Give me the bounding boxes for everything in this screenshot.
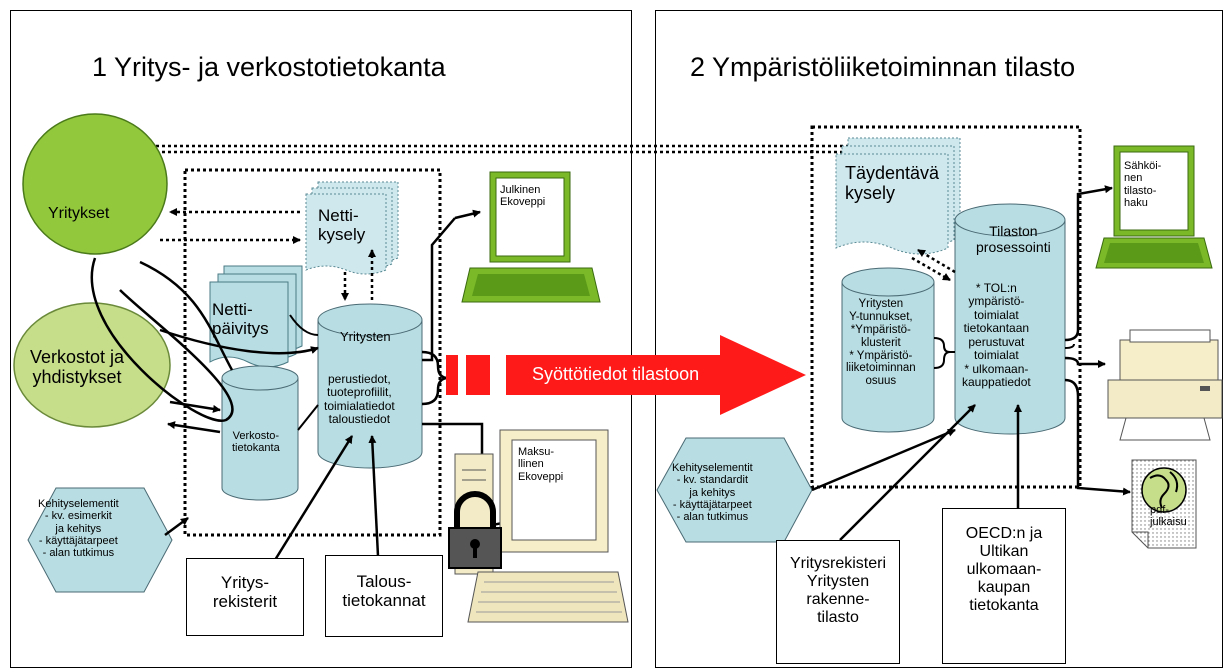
connector-julkinen: [422, 217, 456, 362]
arrow-julkinen: [454, 209, 481, 220]
curve-connector-1: [139, 260, 234, 371]
kehityselementit-hexagon-1: [27, 487, 173, 593]
connector-verkosto-yritysten: [297, 404, 319, 431]
tilaston-prosessointi-body: * TOL:n ympäristö- toimialat tietokantaa…: [962, 281, 1031, 390]
yritykset-circle: [22, 113, 168, 255]
yritysten-db-body: perustiedot, tuoteprofiilit, toimialatie…: [324, 372, 395, 427]
yritysrekisterit-label: Yritys- rekisterit: [212, 573, 278, 612]
curve-connector-4: [289, 314, 319, 336]
kehityselementit-2-label: Kehityselementit - kv. standardit ja keh…: [672, 462, 753, 524]
syottotiedot-label: Syöttötiedot tilastoon: [532, 364, 700, 384]
arrow-sahkoinen: [1064, 185, 1113, 342]
sahkoinen-tilastohaku-computer-icon: [1095, 145, 1213, 269]
nettipaivitys-document: [209, 265, 303, 368]
taydentava-kysely-label: Täydentävä kysely: [845, 163, 940, 204]
arrow-pdf: [1064, 378, 1131, 496]
verkostot-ellipse: [13, 302, 171, 428]
arrow-yritysrekisterit: [273, 435, 354, 561]
arrow-verkostot-2: [167, 421, 221, 434]
sahkoinen-tilastohaku-label: Sähköi- nen tilasto- haku: [1124, 160, 1162, 209]
arrow-hex2: [811, 428, 956, 492]
oecd-label: OECD:n ja Ultikan ulkomaan- kaupan tieto…: [965, 525, 1043, 614]
verkostotietokanta-cylinder: [221, 365, 299, 501]
tilaston-prosessointi-title: Tilaston prosessointi: [976, 223, 1051, 255]
kehityselementit-1-label: Kehityselementit - kv. esimerkit ja kehi…: [38, 498, 119, 560]
julkinen-ekoveppi-label: Julkinen Ekoveppi: [500, 184, 546, 209]
nettikysely-label: Netti- kysely: [318, 206, 366, 245]
arrow-yritysrekisteri: [839, 404, 976, 541]
pdf-document-icon: [1131, 459, 1197, 549]
yritysten-db-title: Yritysten: [340, 329, 391, 344]
verkostot-label: Verkostot ja yhdistykset: [30, 347, 125, 388]
curve-connector-3: [159, 328, 319, 355]
yritykset-label: Yritykset: [48, 205, 110, 222]
lock-icon: [448, 491, 502, 569]
maksullinen-ekoveppi-computer-icon: [454, 429, 629, 623]
yritysrekisteri-box: Yritysrekisteri Yritysten rakenne- tilas…: [776, 540, 900, 664]
julkinen-ekoveppi-computer-icon: [461, 171, 601, 303]
arrow-verkostot-1: [169, 400, 221, 413]
panel1-title: 1 Yritys- ja verkostotietokanta: [92, 52, 446, 82]
arrow-printer: [1064, 356, 1106, 368]
nettipaivitys-label: Netti- päivitys: [212, 300, 269, 339]
arrow-hex1: [164, 516, 189, 537]
yritysrekisteri-label: Yritysrekisteri Yritysten rakenne- tilas…: [789, 555, 886, 626]
oecd-box: OECD:n ja Ultikan ulkomaan- kaupan tieto…: [942, 508, 1066, 664]
taloustietokannat-label: Talous- tietokannat: [342, 572, 426, 611]
syottotiedot-red-arrow: [446, 335, 806, 415]
printer-icon: [1107, 329, 1223, 441]
arrow-taloustietokannat: [368, 435, 380, 557]
dotted-arrow-kysely-2: [911, 256, 951, 282]
yritysten-tunnukset-cylinder: [841, 267, 935, 433]
maksullinen-ekoveppi-label: Maksu- llinen Ekoveppi: [518, 446, 564, 483]
brace-yritysten-2: [933, 337, 951, 369]
taloustietokannat-box: Talous- tietokannat: [325, 555, 443, 637]
yritysten-database-cylinder: [317, 303, 423, 469]
nettikysely-document: [305, 181, 399, 275]
yritysten-tunnukset-label: Yritysten Y-tunnukset, *Ympäristö- klust…: [846, 298, 916, 388]
pdf-julkaisu-label: pdf- julkaisu: [1150, 504, 1187, 529]
dotted-boundary-panel2: [810, 125, 1082, 489]
yritysrekisterit-box: Yritys- rekisterit: [186, 558, 304, 636]
dotted-arrow-kysely-1: [917, 248, 956, 274]
taydentava-kysely-document: [835, 137, 961, 255]
verkostotietokanta-label: Verkosto- tietokanta: [232, 430, 280, 455]
dotted-boundary-panel1: [183, 168, 442, 537]
tilaston-prosessointi-cylinder: [954, 203, 1066, 435]
panel2-title: 2 Ympäristöliiketoiminnan tilasto: [690, 52, 1076, 82]
